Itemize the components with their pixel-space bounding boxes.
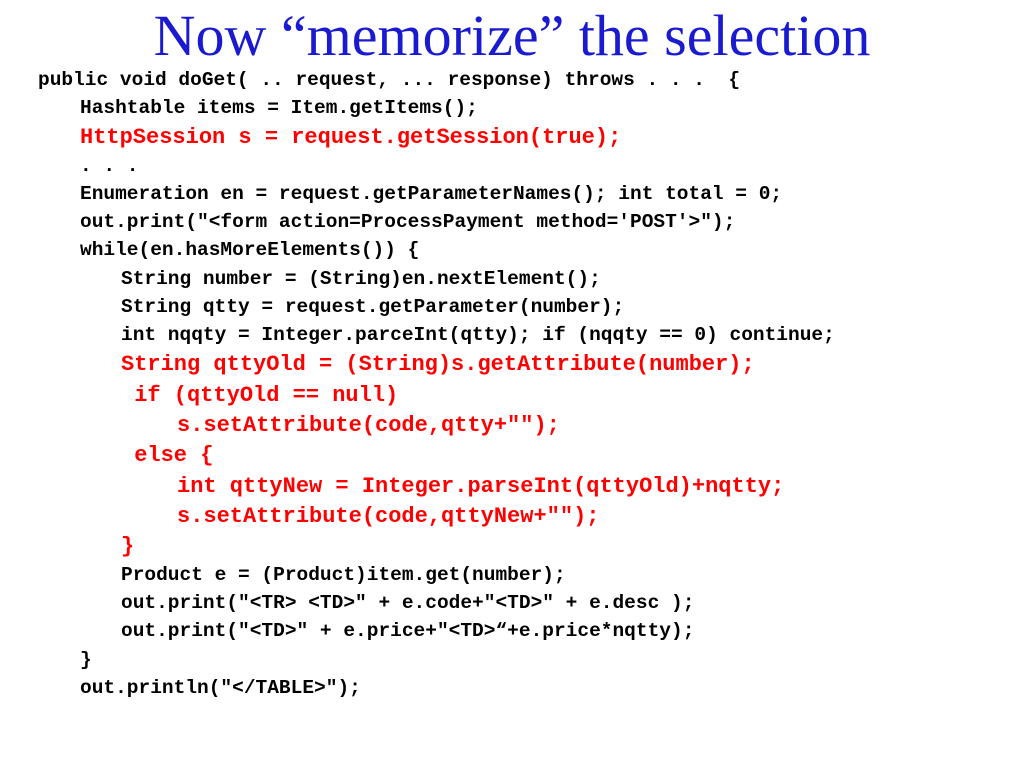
code-line: out.print("<form action=ProcessPayment m… xyxy=(80,211,736,233)
slide-title: Now “memorize” the selection xyxy=(153,3,871,68)
code-line: out.print("<TR> <TD>" + e.code+"<TD>" + … xyxy=(121,592,695,614)
code-line: . . . xyxy=(80,155,139,177)
code-line: while(en.hasMoreElements()) { xyxy=(80,239,420,261)
code-line: String qtty = request.getParameter(numbe… xyxy=(121,296,625,318)
code-line: Hashtable items = Item.getItems(); xyxy=(80,97,478,119)
code-line: Product e = (Product)item.get(number); xyxy=(121,564,566,586)
code-line: out.println("</TABLE>"); xyxy=(80,677,361,699)
code-line: HttpSession s = request.getSession(true)… xyxy=(80,125,622,150)
code-line: if (qttyOld == null) xyxy=(121,383,399,408)
code-line: String qttyOld = (String)s.getAttribute(… xyxy=(121,352,755,377)
code-line: s.setAttribute(code,qttyNew+""); xyxy=(177,504,600,529)
code-line: s.setAttribute(code,qtty+""); xyxy=(177,413,560,438)
code-line: Enumeration en = request.getParameterNam… xyxy=(80,183,783,205)
code-line: int nqqty = Integer.parceInt(qtty); if (… xyxy=(121,324,835,346)
code-line: int qttyNew = Integer.parseInt(qttyOld)+… xyxy=(177,474,785,499)
code-line: } xyxy=(80,649,92,671)
code-line: public void doGet( .. request, ... respo… xyxy=(38,69,741,91)
code-line: else { xyxy=(121,443,214,468)
code-line: out.print("<TD>" + e.price+"<TD>“+e.pric… xyxy=(121,620,695,642)
code-line: String number = (String)en.nextElement()… xyxy=(121,268,601,290)
code-line: } xyxy=(121,534,135,559)
